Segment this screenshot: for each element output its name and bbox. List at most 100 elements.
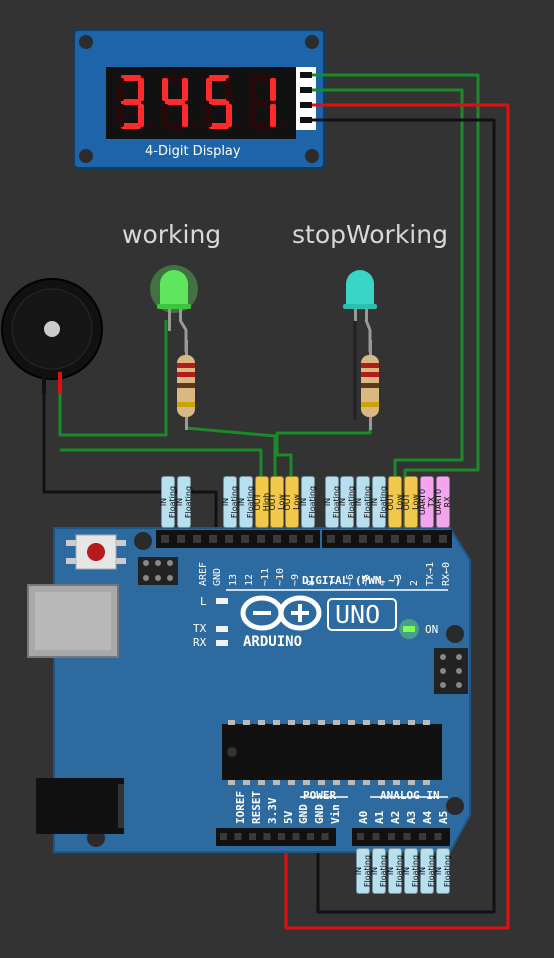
wire-led-stop[interactable] (275, 430, 372, 538)
four-digit-display[interactable] (73, 29, 325, 169)
digit-1-segment-d (121, 123, 141, 129)
resistor-stop[interactable] (361, 340, 379, 430)
digit-2-segment-g (165, 99, 185, 105)
pin-label-d4: 4 (377, 579, 388, 586)
digit-3-segment-a (209, 75, 229, 81)
digit-2-dot (191, 123, 197, 129)
digit-2-segment-e (162, 104, 168, 127)
digit-3-segment-g (209, 99, 229, 105)
digit-1-segment-c (138, 104, 144, 127)
digit-4-segment-b (270, 78, 276, 101)
pin-label-gnd2: GND (313, 804, 326, 824)
pin-label-v33: 3.3V (266, 797, 279, 825)
pin-label-a3: A3 (405, 810, 418, 824)
digit-3-segment-f (206, 78, 212, 101)
digit-4-segment-c (270, 104, 276, 127)
digital-pwm-label: DIGITAL (PWM ~) (302, 574, 402, 587)
digit-2-segment-d (165, 123, 185, 129)
digit-4-segment-f (250, 78, 256, 101)
pin-label-gnd1: GND (297, 804, 310, 824)
pin-label-a2: A2 (389, 810, 402, 824)
arduino-uno-board[interactable] (27, 527, 471, 853)
wire-gnd[interactable] (312, 118, 496, 914)
digit-2-segment-a (165, 75, 185, 81)
pin-label-gnd: GND (212, 567, 223, 586)
pin-label-rx0: RX←0 (441, 561, 452, 586)
digit-4-segment-e (250, 104, 256, 127)
pin-label-d2: 2 (409, 579, 420, 586)
led-working[interactable] (150, 265, 198, 352)
pin-label-a0: A0 (357, 810, 370, 824)
pin-label-aref: AREF (198, 561, 209, 586)
digit-3-segment-d (209, 123, 229, 129)
analog-in-label: ANALOG IN (380, 789, 440, 802)
pin-label-d7: 7 (329, 579, 340, 586)
display-caption: 4-Digit Display (145, 144, 241, 159)
digit-4-segment-a (253, 75, 273, 81)
pin-label-d12: 12 (244, 573, 255, 586)
pin-label-d10: ~10 (275, 567, 286, 586)
digit-4-segment-g (253, 99, 273, 105)
pin-label-tx1: TX→1 (425, 561, 436, 586)
pin-label-reset: RESET (250, 790, 263, 824)
resistor-working[interactable] (177, 340, 195, 430)
digit-1-segment-b (138, 78, 144, 101)
digit-2-segment-c (182, 104, 188, 127)
pin-label-d8: 8 (306, 579, 317, 586)
buzzer[interactable] (1, 278, 103, 394)
pin-label-d11: ~11 (260, 567, 271, 586)
digit-1-segment-g (121, 99, 141, 105)
display-digits (118, 75, 285, 129)
digit-1-segment-f (118, 78, 124, 101)
pin-label-d9: ~9 (290, 573, 301, 586)
pin-label-a5: A5 (437, 810, 450, 824)
digit-1-dot (147, 123, 153, 129)
led-stopworking[interactable] (343, 270, 377, 352)
label-working: working (122, 220, 222, 249)
wire-buzzer[interactable] (58, 320, 168, 437)
uno-model: UNO (335, 600, 381, 629)
pin-label-d6: ~6 (345, 573, 356, 586)
pin-label-v5: 5V (282, 810, 295, 824)
pin-label-d3: ~3 (393, 573, 404, 586)
digit-1-segment-a (121, 75, 141, 81)
wire-vcc[interactable] (284, 103, 510, 930)
digit-2-segment-f (162, 78, 168, 101)
arduino-brand: ARDUINO (243, 634, 303, 650)
rx-led-label: RX (193, 636, 207, 649)
arduino-logo-icon (240, 595, 322, 631)
digit-3-segment-b (226, 78, 232, 101)
digit-2-segment-b (182, 78, 188, 101)
pin-label-a4: A4 (421, 810, 434, 824)
digit-3-segment-e (206, 104, 212, 127)
pin-label-vin: Vin (329, 804, 342, 824)
digit-4-segment-d (253, 123, 273, 129)
digit-4-dot (279, 123, 285, 129)
digit-3-dot (235, 123, 241, 129)
digit-3-segment-c (226, 104, 232, 127)
pin-label-d5: ~5 (361, 573, 372, 586)
pin-label-ioref: IOREF (234, 790, 247, 824)
digit-1-segment-e (118, 104, 124, 127)
